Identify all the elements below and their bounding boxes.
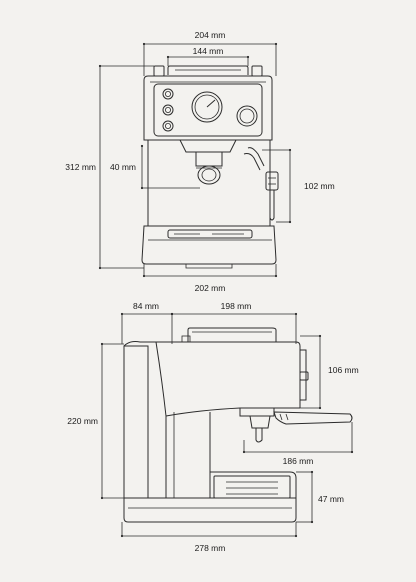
side-view-dimensions [100,312,354,538]
front-spout-clearance-label: 40 mm [110,162,136,172]
side-portafilter-length-label: 186 mm [283,456,314,466]
front-width-label: 204 mm [195,30,226,40]
side-height-label: 220 mm [67,416,98,426]
front-base-width-label: 202 mm [195,283,226,293]
side-rear-depth-label: 84 mm [133,301,159,311]
front-height-label: 312 mm [65,162,96,172]
side-panel-height-label: 106 mm [328,365,359,375]
side-drip-tray-height-label: 47 mm [318,494,344,504]
front-view-dimensions [98,42,292,278]
front-view-machine [141,65,279,269]
dimension-labels: 204 mm 144 mm 312 mm 40 mm 102 mm 202 mm… [65,30,358,553]
side-depth-label: 278 mm [195,543,226,553]
front-steam-wand-label: 102 mm [304,181,335,191]
side-top-depth-label: 198 mm [221,301,252,311]
front-tray-width-label: 144 mm [193,46,224,56]
side-view-machine [123,327,353,523]
